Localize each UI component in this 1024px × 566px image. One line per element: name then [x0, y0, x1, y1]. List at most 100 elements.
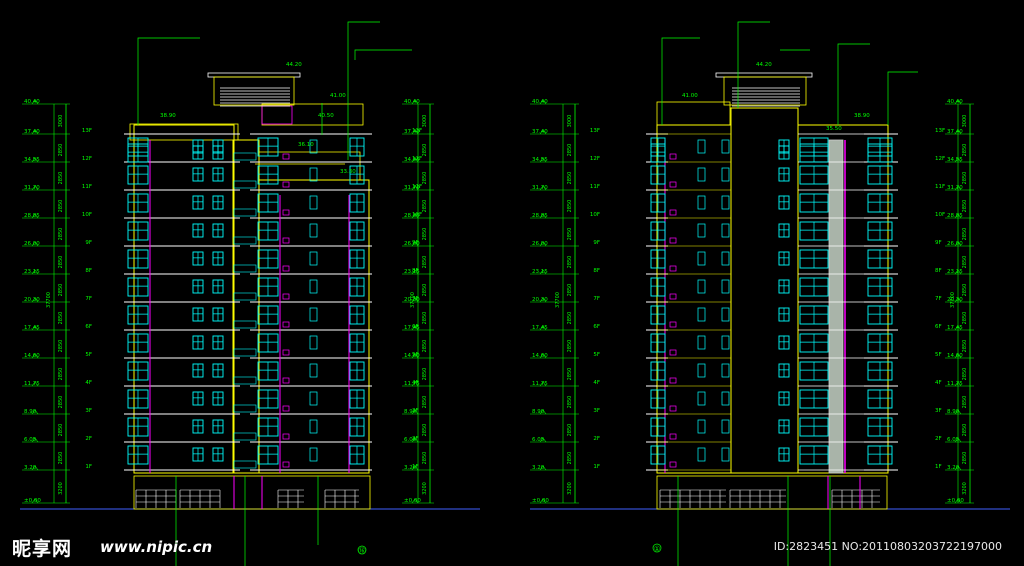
elevation-mark-label: 37.40	[532, 129, 548, 135]
floor-height-label: 2850	[422, 256, 428, 269]
roof-elevation-label: 41.00	[330, 93, 346, 99]
floor-height-label: 2850	[422, 312, 428, 325]
floor-label: 11F	[935, 184, 945, 190]
total-height-label: 37700	[410, 292, 416, 308]
roof-crown-cap	[207, 72, 301, 78]
small-window	[309, 335, 318, 350]
ac-unit	[669, 293, 677, 300]
roof-elevation-label: 38.90	[160, 113, 176, 119]
elevation-mark-label: 3.20	[24, 465, 37, 471]
floor-label: 13F	[935, 128, 945, 134]
floor-label: 3F	[412, 408, 419, 414]
elevation-mark-label: 34.55	[532, 157, 548, 163]
roof-elevation-label: 44.20	[756, 62, 772, 68]
elevation-mark-label: 40.40	[404, 99, 420, 105]
elevation-mark-label: 26.00	[947, 241, 963, 247]
elevation-mark-label: ±0.00	[947, 498, 964, 504]
elevation-mark-label: 37.40	[24, 129, 40, 135]
floor-height-label: 2850	[58, 368, 64, 381]
elevation-marker	[954, 498, 962, 504]
ac-unit	[282, 433, 290, 440]
left-dimension-group: 40.4037.4034.5531.7028.8526.0023.1520.30…	[22, 99, 434, 504]
elevation-marker	[539, 185, 547, 191]
elevation-marker	[954, 437, 962, 443]
elevation-marker	[954, 409, 962, 415]
elevation-mark-label: 40.40	[947, 99, 963, 105]
stair-vent	[233, 320, 257, 329]
floor-height-label: 2850	[422, 172, 428, 185]
ac-unit	[669, 237, 677, 244]
stair-vent	[233, 208, 257, 217]
roof-elevation-label: 33.30	[340, 169, 356, 175]
small-window	[309, 419, 318, 434]
floor-label: 4F	[412, 380, 419, 386]
floor-height-label: 3200	[567, 482, 573, 495]
elevation-marker	[411, 437, 419, 443]
elevation-mark-label: 28.85	[947, 213, 963, 219]
elevation-mark-label: 14.60	[532, 353, 548, 359]
floor-height-label: 2850	[962, 256, 968, 269]
floor-height-label: 2850	[567, 452, 573, 465]
elevation-mark-label: 14.60	[404, 353, 420, 359]
floor-label: 13F	[82, 128, 92, 134]
elevation-marker	[954, 99, 962, 105]
ac-unit	[669, 433, 677, 440]
grid-tag-left: ⑯	[359, 547, 366, 555]
grid-tag-right: ①	[654, 545, 660, 553]
floor-height-label: 2850	[58, 424, 64, 437]
small-window	[721, 307, 730, 322]
floor-label: 7F	[593, 296, 600, 302]
elevation-marker	[411, 241, 419, 247]
roof-elevation-label: 36.10	[298, 142, 314, 148]
floor-label: 1F	[593, 464, 600, 470]
floor-height-label: 2850	[567, 172, 573, 185]
small-window	[721, 391, 730, 406]
floor-height-label: 2850	[567, 396, 573, 409]
ac-unit	[669, 461, 677, 468]
elevation-marker	[411, 99, 419, 105]
floor-label: 3F	[935, 408, 942, 414]
floor-label: 9F	[412, 240, 419, 246]
elevation-marker	[31, 353, 39, 359]
elevation-mark-label: 23.15	[947, 269, 963, 275]
stair-vent	[233, 152, 257, 161]
floor-label: 7F	[412, 296, 419, 302]
elevation-marker	[31, 241, 39, 247]
elevation-mark-label: ±0.00	[532, 498, 549, 504]
total-height-label: 37700	[46, 292, 52, 308]
floor-label: 9F	[593, 240, 600, 246]
elevation-mark-label: ±0.00	[24, 498, 41, 504]
small-window	[721, 335, 730, 350]
elevation-mark-label: 31.70	[947, 185, 963, 191]
elevation-marker	[411, 465, 419, 471]
elevation-marker	[954, 353, 962, 359]
elevation-mark-label: 17.45	[24, 325, 40, 331]
small-window	[697, 391, 706, 406]
ac-unit	[282, 349, 290, 356]
floor-height-label: 2850	[962, 284, 968, 297]
watermark-id: ID:2823451 NO:20110803203722197000	[773, 540, 1002, 553]
floor-height-label: 2850	[422, 228, 428, 241]
elevation-mark-label: 8.90	[947, 409, 960, 415]
small-window	[309, 363, 318, 378]
elevation-mark-label: 20.30	[532, 297, 548, 303]
floor-height-label: 2850	[962, 172, 968, 185]
floor-label: 5F	[593, 352, 600, 358]
small-window	[309, 307, 318, 322]
elevation-marker	[411, 129, 419, 135]
floor-height-label: 2850	[567, 368, 573, 381]
elevation-mark-label: 6.05	[532, 437, 545, 443]
ac-unit	[669, 153, 677, 160]
elevation-marker	[539, 297, 547, 303]
floor-height-label: 2850	[58, 228, 64, 241]
elevation-marker	[31, 157, 39, 163]
elevation-marker	[954, 465, 962, 471]
elevation-marker	[539, 498, 547, 504]
elevation-marker	[31, 129, 39, 135]
floor-height-label: 2850	[58, 452, 64, 465]
elevation-marker	[31, 185, 39, 191]
elevation-mark-label: 31.70	[24, 185, 40, 191]
elevation-marker	[31, 213, 39, 219]
elevation-mark-label: 28.85	[404, 213, 420, 219]
